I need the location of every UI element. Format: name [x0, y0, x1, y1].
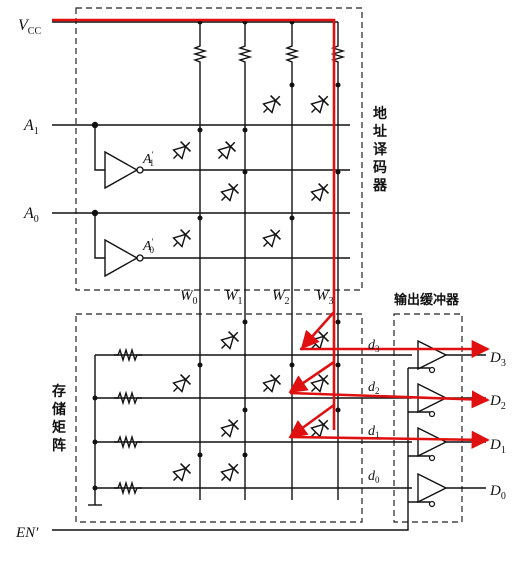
a0-label: A0: [23, 205, 39, 225]
bit-lines: [88, 354, 412, 506]
memory-box: [75, 313, 363, 523]
svg-text:存: 存: [52, 383, 66, 400]
D1-label: D1: [489, 437, 506, 456]
d0-label: d0: [368, 469, 380, 485]
inverter-a1: [104, 150, 144, 190]
d2-label: d2: [368, 380, 380, 396]
en-label: EN′: [15, 525, 39, 541]
w1-label: W1: [225, 288, 243, 307]
address-lines: [52, 121, 350, 259]
output-buffers: [417, 339, 448, 504]
pullup-resistors: [194, 22, 344, 67]
svg-text:址: 址: [373, 123, 387, 140]
buffer-box: [393, 313, 463, 523]
svg-text:阵: 阵: [52, 437, 66, 454]
w3-label: W3: [316, 288, 334, 307]
D3-label: D3: [489, 350, 506, 369]
decoder-box: [75, 7, 363, 291]
d3-label: d3: [368, 338, 380, 354]
svg-text:储: 储: [51, 401, 66, 418]
inverter-a0: [104, 238, 144, 278]
word-lines: [199, 66, 339, 500]
svg-text:矩: 矩: [52, 419, 66, 436]
memory-title: 存 储 矩 阵: [51, 383, 66, 454]
svg-text:码: 码: [373, 160, 387, 176]
D2-label: D2: [489, 393, 506, 412]
a0-prime-label: A′0: [142, 237, 155, 255]
w0-label: W0: [180, 288, 198, 307]
a1-label: A1: [23, 117, 39, 137]
vcc-label: VCC: [18, 17, 41, 37]
highlight-path: [52, 18, 490, 449]
d1-label: d1: [368, 424, 380, 440]
svg-text:器: 器: [372, 178, 388, 194]
w2-label: W2: [272, 288, 290, 307]
memory-diodes: [167, 326, 334, 487]
decoder-title: 地 址 译 码 器: [372, 105, 388, 194]
decoder-diodes: [167, 90, 334, 253]
svg-text:地: 地: [373, 105, 387, 122]
a1-prime-label: A′1: [142, 150, 154, 168]
buffer-title: 输出缓冲器: [394, 292, 460, 308]
svg-text:译: 译: [373, 142, 388, 158]
pulldown-resistors: [113, 349, 143, 494]
D0-label: D0: [489, 483, 506, 502]
